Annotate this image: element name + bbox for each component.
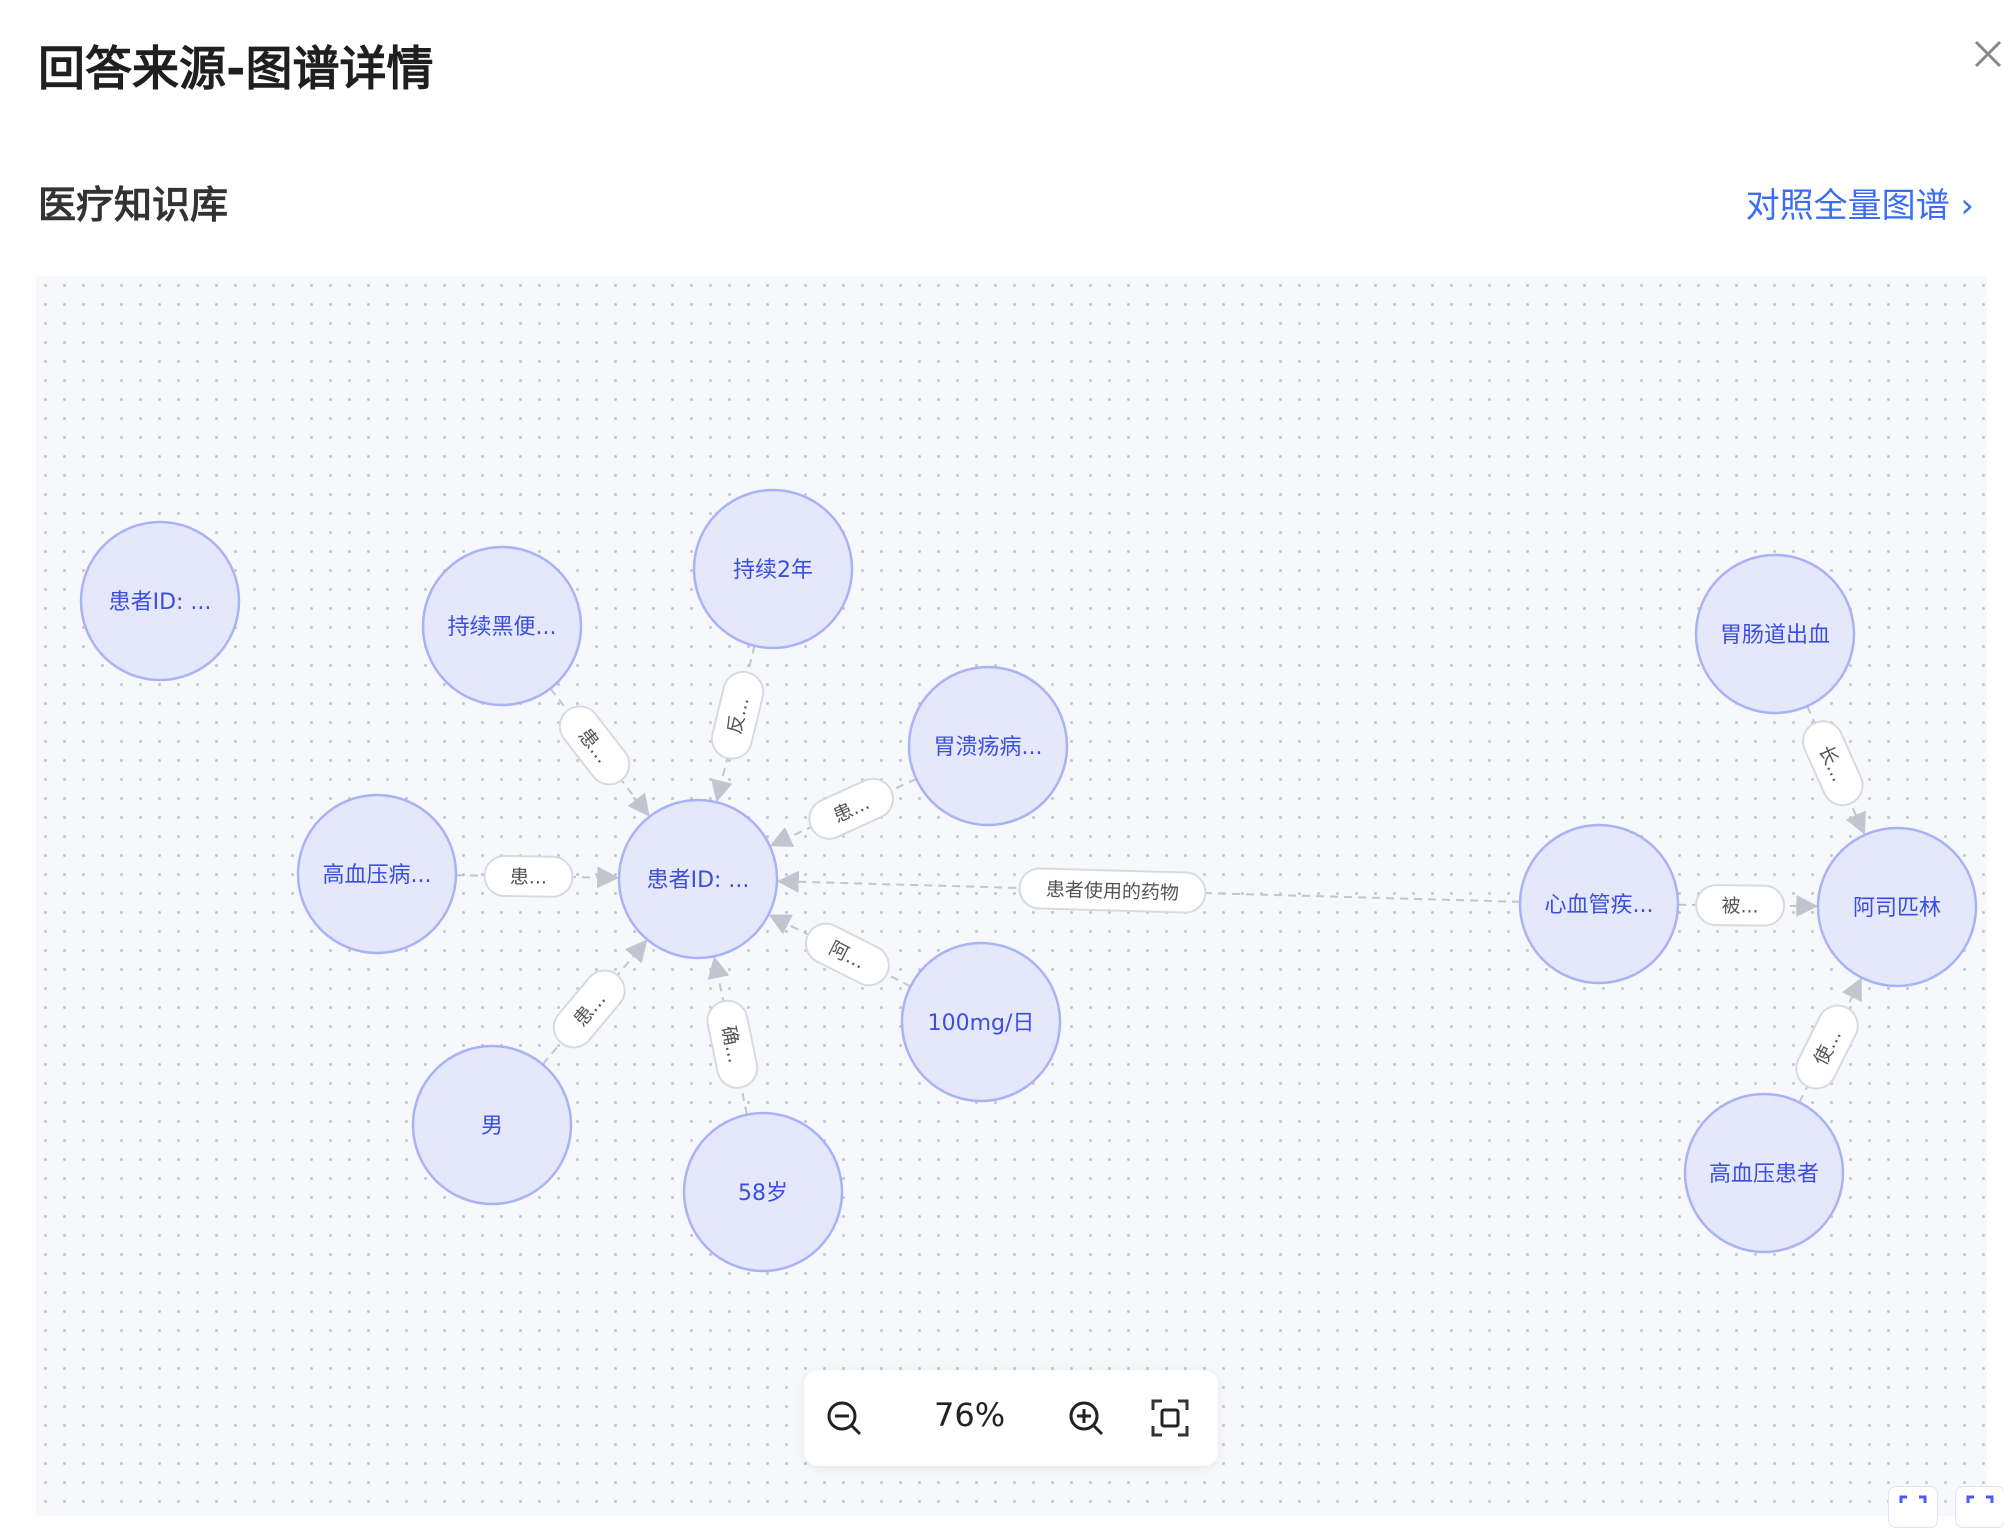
compare-full-graph-link[interactable]: 对照全量图谱 › <box>1745 186 1974 226</box>
graph-edge[interactable] <box>1677 894 1819 917</box>
node-label: 患者ID: ... <box>109 590 212 615</box>
graph-edge[interactable] <box>711 645 756 803</box>
edge-label[interactable]: 使... <box>1789 999 1864 1096</box>
edge-label[interactable]: 确... <box>704 997 761 1091</box>
dialog-title: 回答来源-图谱详情 <box>38 42 434 97</box>
edge-label[interactable]: 反... <box>708 668 768 763</box>
graph-node[interactable]: 胃溃疡病... <box>907 665 1069 827</box>
node-label: 100mg/日 <box>928 1011 1035 1036</box>
node-label: 高血压病... <box>323 863 432 888</box>
edge-label[interactable]: 患... <box>552 698 638 792</box>
close-icon[interactable] <box>1970 36 2004 72</box>
zoom-level: 76% <box>934 1396 1006 1434</box>
zoom-in-icon[interactable] <box>1066 1398 1108 1440</box>
expand-button[interactable] <box>1888 1486 1938 1528</box>
edge-label[interactable]: 患... <box>803 772 900 845</box>
graph-node[interactable]: 阿司匹林 <box>1816 826 1978 988</box>
graph-node[interactable]: 持续黑便... <box>421 545 583 707</box>
graph-node[interactable]: 高血压病... <box>296 793 458 955</box>
graph-edge[interactable] <box>1806 705 1866 836</box>
fit-view-icon[interactable] <box>1150 1398 1190 1438</box>
node-label: 胃溃疡病... <box>934 735 1043 760</box>
graph-edge[interactable] <box>768 914 911 988</box>
knowledge-base-title: 医疗知识库 <box>38 183 229 227</box>
node-label: 阿司匹林 <box>1853 896 1941 921</box>
node-label: 心血管疾... <box>1545 893 1654 918</box>
fullscreen-button[interactable] <box>1955 1486 2004 1528</box>
node-label: 持续2年 <box>733 558 813 583</box>
zoom-toolbar: 76% <box>804 1370 1218 1466</box>
graph-node[interactable]: 58岁 <box>682 1111 844 1273</box>
edge-label[interactable]: 长... <box>1797 715 1869 812</box>
zoom-out-icon[interactable] <box>824 1398 866 1440</box>
edge-label[interactable]: 患... <box>483 854 574 898</box>
graph-node[interactable]: 男 <box>411 1044 573 1206</box>
edge-label[interactable]: 被... <box>1695 884 1786 927</box>
graph-node[interactable]: 心血管疾... <box>1518 823 1680 985</box>
graph-node[interactable]: 患者ID: ... <box>79 520 241 682</box>
node-label: 持续黑便... <box>448 615 557 640</box>
node-label: 男 <box>481 1114 503 1139</box>
edge-label-text: 被... <box>1721 895 1758 917</box>
graph-node[interactable]: 高血压患者 <box>1683 1092 1845 1254</box>
node-label: 58岁 <box>738 1181 788 1206</box>
graph-node[interactable]: 100mg/日 <box>900 941 1062 1103</box>
fullscreen-icon <box>1966 1495 1994 1503</box>
graph-edge[interactable] <box>769 778 917 847</box>
edge-label[interactable]: 阿... <box>799 917 896 992</box>
graph-node[interactable]: 持续2年 <box>692 488 854 650</box>
expand-icon <box>1899 1495 1927 1503</box>
graph-edge[interactable] <box>707 956 748 1115</box>
edge-label-text: 患... <box>510 866 547 889</box>
edge-label[interactable]: 患... <box>546 962 633 1055</box>
graph-edge[interactable] <box>1798 977 1862 1103</box>
graph-edge[interactable] <box>549 687 650 817</box>
node-label: 患者ID: ... <box>647 868 750 893</box>
graph-canvas[interactable]: 患... 反... 患... 患... 患者使用的药物阿... 确... 患... 长... 被… <box>36 276 1987 1516</box>
graph-node[interactable]: 胃肠道出血 <box>1694 553 1856 715</box>
edge-label-text: 患者使用的药物 <box>1046 879 1180 905</box>
node-label: 高血压患者 <box>1709 1162 1819 1187</box>
graph-node[interactable]: 患者ID: ... <box>617 798 779 960</box>
node-label: 胃肠道出血 <box>1720 623 1830 648</box>
edge-label[interactable]: 患者使用的药物 <box>1018 867 1207 914</box>
